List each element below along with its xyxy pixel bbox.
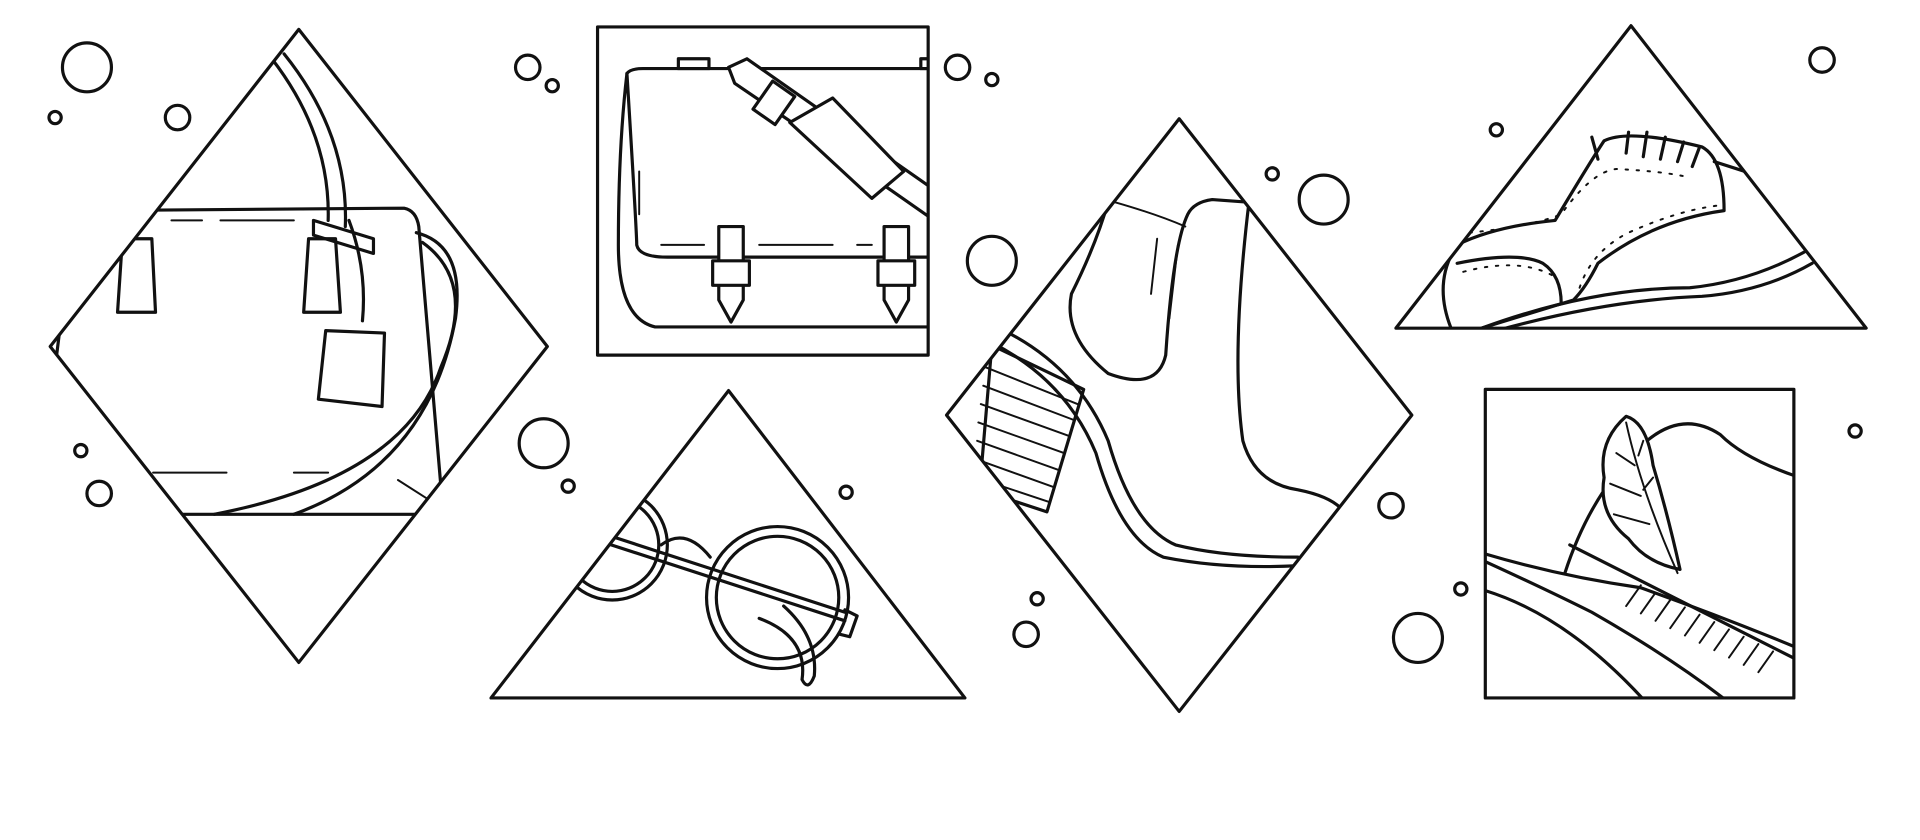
briefcase-clasp-right bbox=[876, 224, 917, 324]
handbag-panel bbox=[48, 27, 549, 665]
briefcase-clasp-left bbox=[711, 224, 751, 324]
hat-panel bbox=[1483, 387, 1796, 700]
glasses-panel bbox=[489, 389, 967, 700]
shoe-panel bbox=[1394, 24, 1868, 330]
briefcase-panel bbox=[595, 25, 930, 357]
decorative-bubbles bbox=[47, 41, 1863, 665]
boot-panel bbox=[944, 117, 1414, 714]
